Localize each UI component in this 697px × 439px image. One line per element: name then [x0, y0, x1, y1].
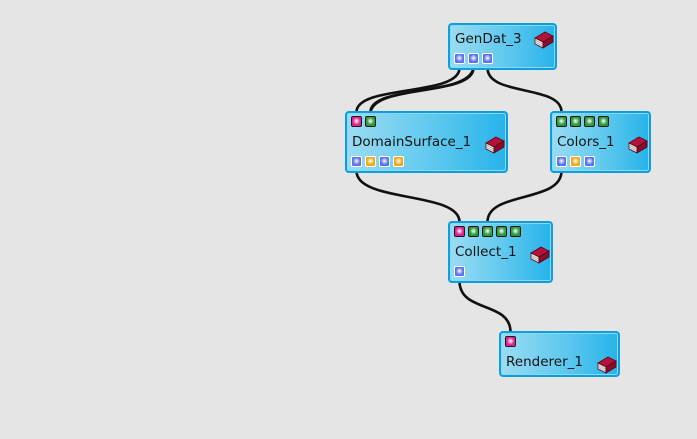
book-icon[interactable]: [627, 135, 649, 155]
input-port-pink-0[interactable]: [454, 226, 465, 237]
output-port-blue-2[interactable]: [584, 156, 595, 167]
input-port-green-2[interactable]: [584, 116, 595, 127]
node-colors[interactable]: Colors_1: [550, 111, 651, 173]
input-port-green-3[interactable]: [598, 116, 609, 127]
node-collect[interactable]: Collect_1: [448, 221, 553, 283]
input-port-pink-0[interactable]: [505, 336, 516, 347]
node-renderer[interactable]: Renderer_1: [499, 331, 620, 377]
output-port-blue-0[interactable]: [556, 156, 567, 167]
node-title: Colors_1: [557, 134, 615, 150]
input-port-green-1[interactable]: [468, 226, 479, 237]
connection-collect-to-renderer[interactable]: [458, 279, 512, 334]
output-port-blue-0[interactable]: [454, 53, 465, 64]
output-port-blue-2[interactable]: [482, 53, 493, 64]
node-title: GenDat_3: [455, 31, 522, 47]
node-gendat[interactable]: GenDat_3: [448, 23, 557, 70]
book-icon[interactable]: [529, 245, 551, 265]
node-title: Collect_1: [455, 244, 517, 260]
input-port-pink-0[interactable]: [351, 116, 362, 127]
book-icon[interactable]: [484, 135, 506, 155]
input-port-green-3[interactable]: [496, 226, 507, 237]
node-title: DomainSurface_1: [352, 134, 472, 150]
connection-gendat-to-colors[interactable]: [486, 66, 563, 114]
output-port-orange-1[interactable]: [365, 156, 376, 167]
node-domain[interactable]: DomainSurface_1: [345, 111, 508, 173]
connection-gendat-to-domain[interactable]: [355, 66, 461, 114]
output-port-blue-0[interactable]: [454, 266, 465, 277]
input-port-green-0[interactable]: [556, 116, 567, 127]
output-port-blue-0[interactable]: [351, 156, 362, 167]
output-port-orange-3[interactable]: [393, 156, 404, 167]
output-port-orange-1[interactable]: [570, 156, 581, 167]
output-port-blue-2[interactable]: [379, 156, 390, 167]
input-port-green-1[interactable]: [365, 116, 376, 127]
book-icon[interactable]: [533, 30, 555, 50]
connection-gendat-to-domain[interactable]: [369, 66, 475, 114]
connection-gendat-to-domain[interactable]: [369, 66, 475, 114]
book-icon[interactable]: [596, 355, 618, 375]
input-port-green-2[interactable]: [482, 226, 493, 237]
connection-domain-to-collect[interactable]: [355, 169, 461, 224]
input-port-green-4[interactable]: [510, 226, 521, 237]
connection-colors-to-collect[interactable]: [486, 169, 563, 224]
input-port-green-1[interactable]: [570, 116, 581, 127]
node-title: Renderer_1: [506, 354, 583, 370]
output-port-blue-1[interactable]: [468, 53, 479, 64]
